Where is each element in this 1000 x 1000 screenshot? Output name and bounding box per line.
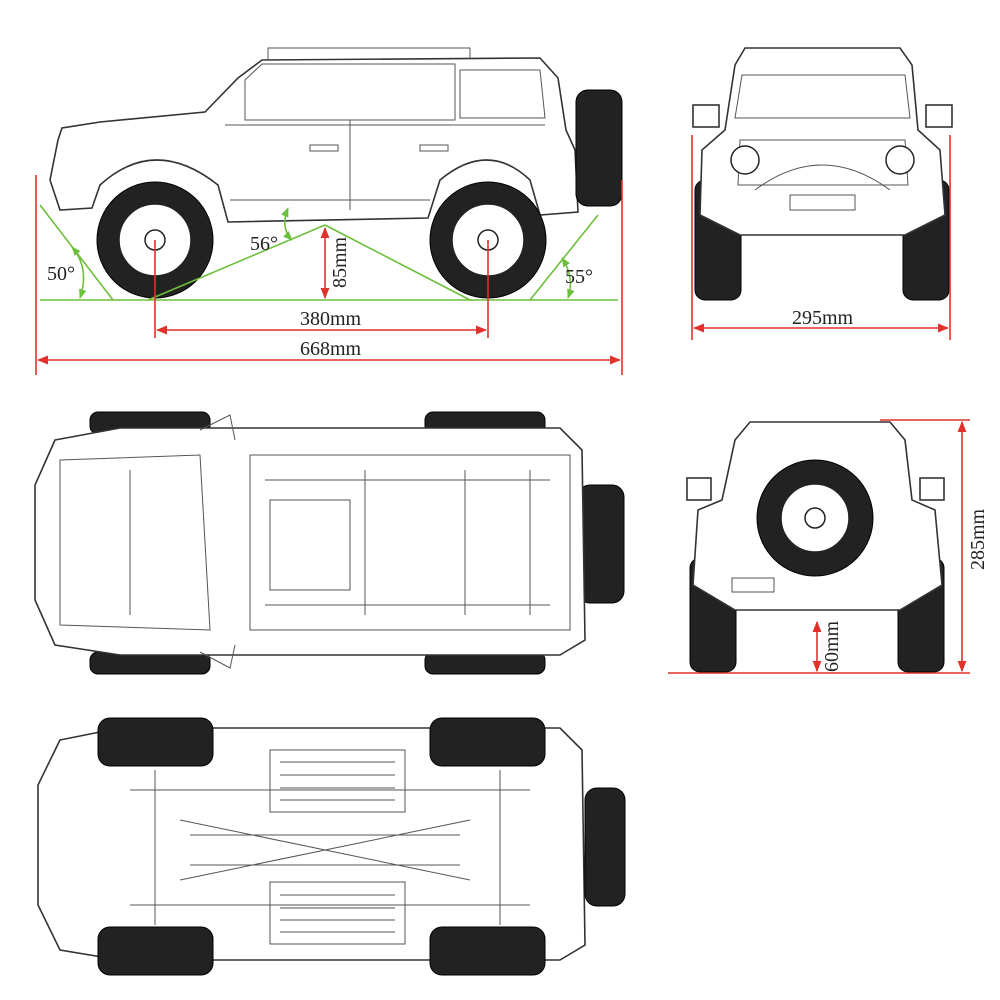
vehicle-side-outline bbox=[49, 47, 623, 223]
breakover-arc bbox=[281, 207, 293, 241]
rear-view: 285mm 60mm bbox=[668, 419, 989, 674]
width-label: 295mm bbox=[792, 307, 854, 329]
approach-arc bbox=[71, 246, 87, 299]
approach-angle-label: 50° bbox=[47, 263, 75, 285]
rear-clearance-label: 60mm bbox=[821, 620, 843, 672]
side-view: 50° 56° 55° 85mm 380mm 668mm bbox=[35, 47, 623, 375]
height-label: 285mm bbox=[967, 508, 989, 570]
bottom-view bbox=[37, 717, 626, 976]
departure-arc bbox=[561, 257, 575, 299]
dimension-lines bbox=[35, 175, 623, 375]
length-label: 668mm bbox=[300, 338, 362, 360]
angle-lines bbox=[39, 204, 618, 301]
ground-clearance-label: 85mm bbox=[329, 236, 351, 288]
top-view bbox=[34, 411, 625, 675]
breakover-line-rear bbox=[324, 224, 471, 301]
wheelbase-label: 380mm bbox=[300, 308, 362, 330]
departure-angle-label: 55° bbox=[565, 266, 593, 288]
breakover-angle-label: 56° bbox=[250, 233, 278, 255]
front-view: 295mm bbox=[691, 47, 953, 340]
breakover-line-front bbox=[147, 224, 326, 301]
